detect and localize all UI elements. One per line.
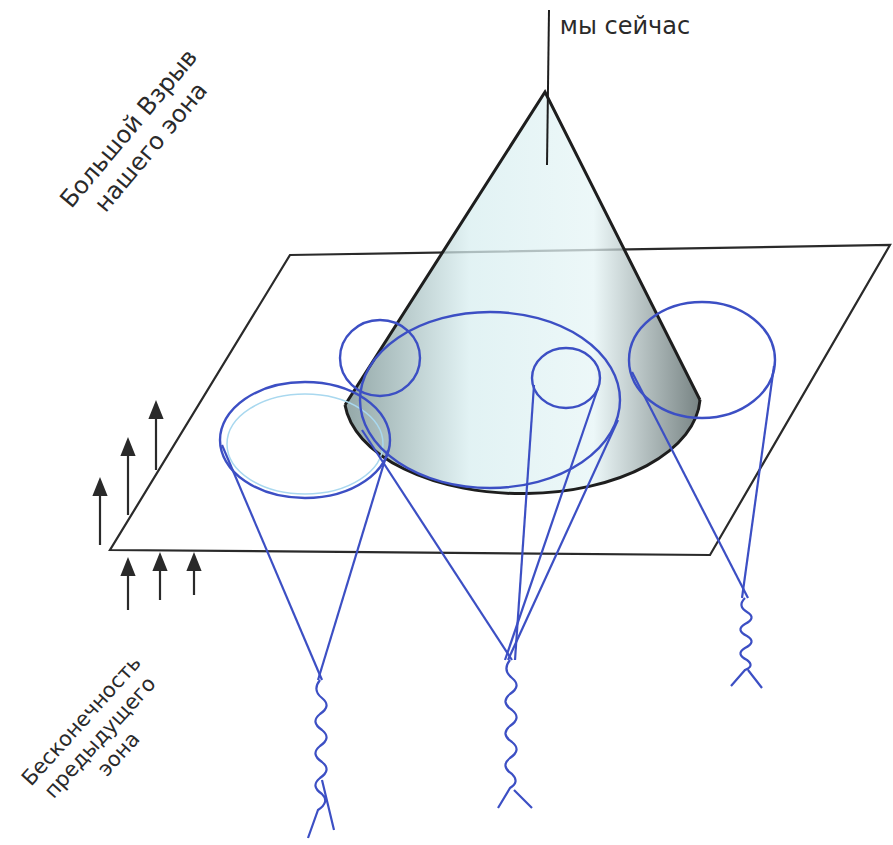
up-arrow (159, 567, 161, 600)
bubble-circle (360, 312, 620, 488)
bubble-circle (532, 348, 600, 408)
light-cone-base (345, 400, 700, 494)
up-arrow (99, 492, 101, 545)
up-arrow (193, 567, 195, 595)
past-cone-line (505, 388, 598, 660)
past-cone-line (318, 450, 388, 680)
past-cone-line (632, 372, 748, 598)
up-arrow (127, 452, 129, 515)
arrow-head (94, 480, 106, 495)
past-cone-line (508, 420, 618, 660)
twisted-line (308, 680, 334, 838)
arrow-head (188, 555, 200, 570)
arrow-head (122, 440, 134, 455)
past-cone-line (742, 366, 774, 598)
twisted-line (731, 598, 762, 688)
up-arrow (155, 415, 157, 470)
past-cone-line (362, 430, 512, 660)
up-arrow (127, 572, 129, 610)
twisted-line (498, 660, 532, 808)
arrow-head (154, 555, 166, 570)
leader-line (547, 10, 549, 165)
big-bang-label: Большой Взрыв нашего эона (50, 39, 229, 237)
bubble-circle (629, 302, 775, 418)
arrow-head (122, 560, 134, 575)
past-cone-line (222, 445, 322, 680)
light-cone-side (345, 92, 700, 405)
now-label: мы сейчас (555, 12, 695, 41)
bubble-circle (220, 382, 390, 498)
past-cone-line (515, 385, 534, 660)
previous-eon-label: Бесконечность предыдущего эона (10, 644, 190, 832)
arrow-head (150, 403, 162, 418)
light-cone-fill (345, 92, 700, 494)
